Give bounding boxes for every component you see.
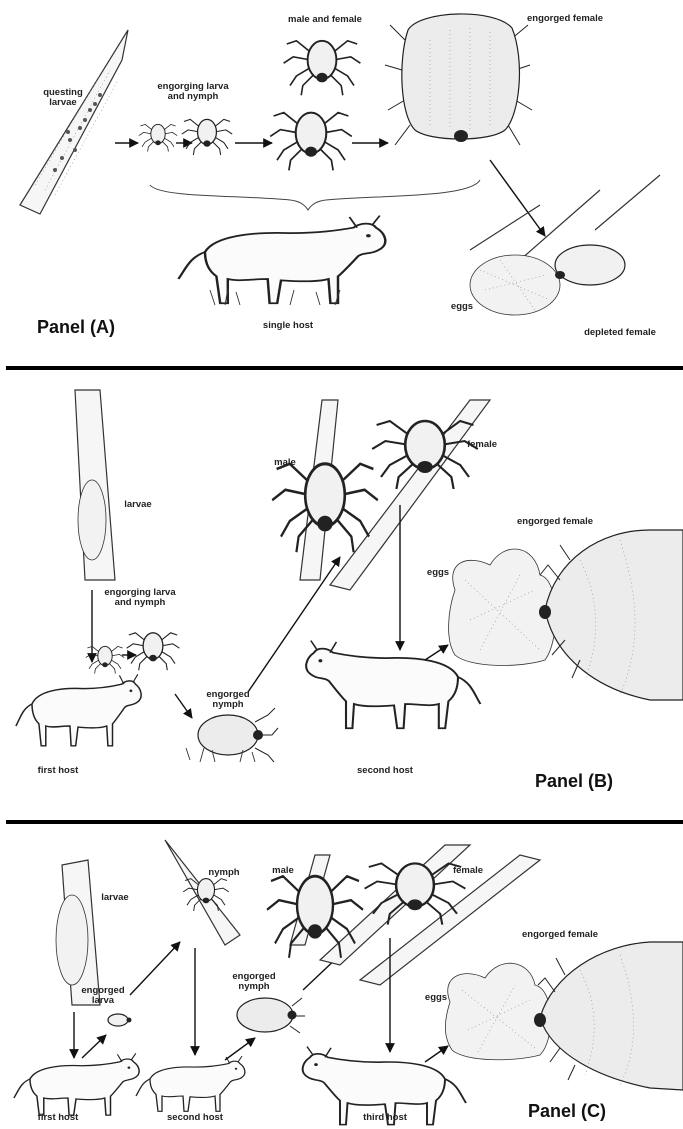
label-eggs-b: eggs [420, 568, 456, 578]
panel-b-graphics [16, 390, 683, 762]
panel-c-graphics [14, 840, 683, 1125]
divider-b-c [6, 820, 683, 824]
first-host-c [14, 1053, 139, 1115]
label-depleted-female: depleted female [570, 328, 670, 338]
label-male-b: male [270, 458, 300, 468]
engorged-female-c [540, 942, 683, 1090]
label-eggs-c: eggs [418, 993, 454, 1003]
label-larvae-c: larvae [95, 893, 135, 903]
male-tick-icon [284, 41, 361, 95]
single-host-cow [178, 216, 385, 304]
engorged-nymph-b [186, 708, 278, 762]
label-engorged-nymph-b: engorged nymph [198, 690, 258, 710]
eggs-cluster-a [470, 255, 560, 315]
label-engorged-larva-c: engorged larva [75, 986, 131, 1006]
label-engorged-female-a: engorged female [510, 14, 620, 24]
engorged-larva-c [108, 1014, 128, 1026]
label-engorged-nymph-c: engorged nymph [224, 972, 284, 992]
panel-a-graphics [20, 14, 660, 315]
label-first-host-c: first host [28, 1113, 88, 1123]
single-host-brace [150, 180, 480, 210]
larvae-cluster-c [56, 895, 88, 985]
panel-b-title: Panel (B) [535, 771, 613, 792]
engorged-female-large [385, 14, 532, 145]
label-second-host-c: second host [160, 1113, 230, 1123]
label-second-host-b: second host [350, 766, 420, 776]
panel-a-title: Panel (A) [37, 317, 115, 338]
eggs-cluster-b [449, 549, 556, 665]
divider-a-b [6, 366, 683, 370]
second-host-c [136, 1056, 245, 1111]
larva-icon [139, 124, 177, 151]
label-larvae-b: larvae [118, 500, 158, 510]
label-single-host: single host [248, 321, 328, 331]
label-first-host-b: first host [28, 766, 88, 776]
questing-larvae-stem [20, 30, 128, 214]
depleted-female [555, 245, 625, 285]
label-engorging-larva-nymph-a: engorging larva and nymph [138, 82, 248, 102]
nymph-icon-b [127, 633, 180, 670]
label-questing-larvae: questing larvae [28, 88, 98, 108]
label-female-c: female [448, 866, 488, 876]
female-tick-icon [270, 113, 352, 171]
label-engorged-female-b: engorged female [500, 517, 610, 527]
nymph-icon [182, 119, 232, 155]
label-male-female: male and female [270, 15, 380, 25]
larvae-cluster-b [78, 480, 106, 560]
panel-c-title: Panel (C) [528, 1101, 606, 1122]
engorged-nymph-c [237, 998, 305, 1033]
eggs-cluster-c [445, 963, 550, 1060]
label-engorging-larva-nymph-b: engorging larva and nymph [85, 588, 195, 608]
label-male-c: male [268, 866, 298, 876]
engorged-female-b [545, 530, 683, 700]
label-engorged-female-c: engorged female [505, 930, 615, 940]
label-nymph-c: nymph [206, 868, 242, 878]
label-eggs-a: eggs [447, 302, 477, 312]
first-host-b [16, 674, 141, 746]
label-third-host-c: third host [355, 1113, 415, 1123]
male-tick-b [272, 464, 378, 552]
label-female-b: female [462, 440, 502, 450]
